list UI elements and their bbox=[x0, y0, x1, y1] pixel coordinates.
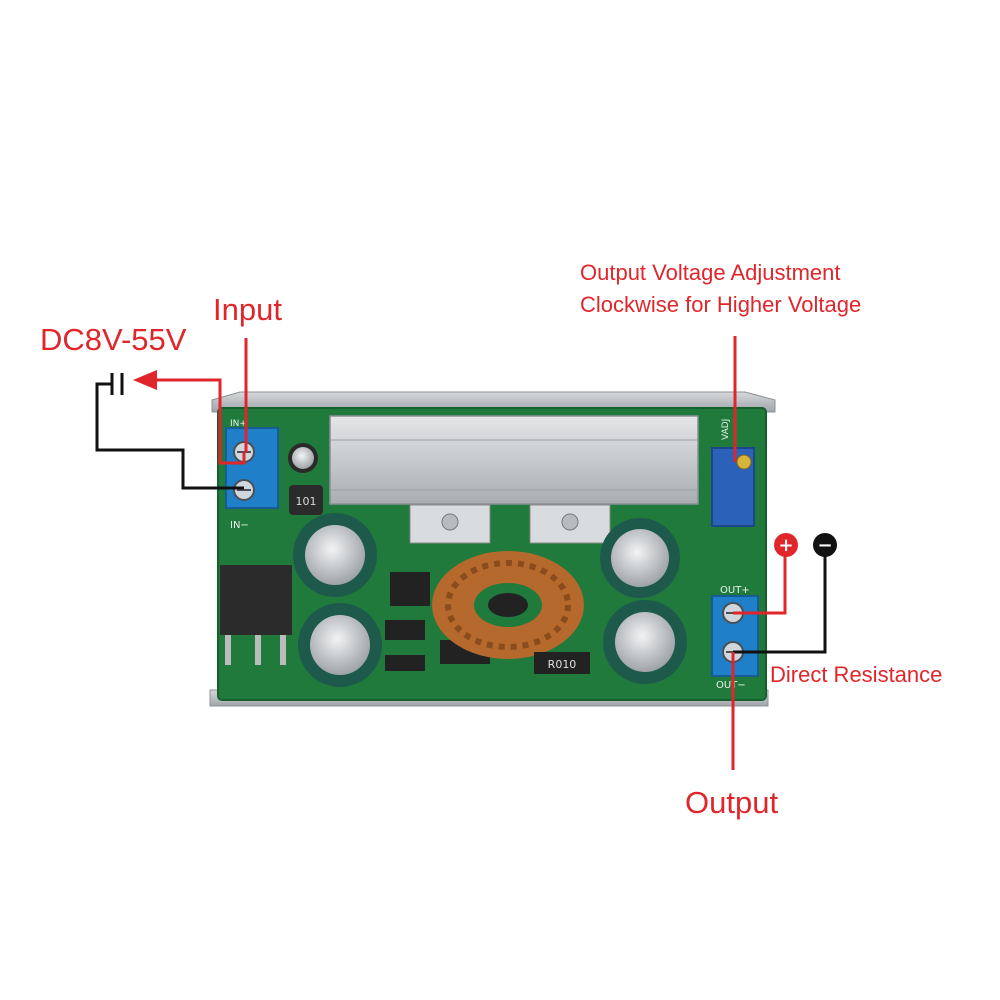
heatsink bbox=[329, 415, 699, 505]
toroid-inductor bbox=[432, 551, 584, 659]
output-positive-wire bbox=[733, 555, 787, 615]
adjustment-potentiometer[interactable] bbox=[711, 447, 755, 527]
input-arrow-icon bbox=[133, 370, 157, 390]
mosfet-right bbox=[529, 504, 611, 544]
input-positive-wire bbox=[150, 378, 246, 465]
direct-resistance-label: Direct Resistance bbox=[770, 662, 943, 687]
mosfet-left bbox=[409, 504, 491, 544]
electrolytic-capacitor-4 bbox=[603, 600, 687, 684]
out-neg-marking: OUT− bbox=[716, 680, 746, 691]
positive-terminal-icon: + bbox=[774, 533, 798, 557]
shunt-resistor: R010 bbox=[534, 652, 590, 674]
adjustment-label-line2: Clockwise for Higher Voltage bbox=[580, 292, 862, 317]
electrolytic-capacitor-3 bbox=[600, 518, 680, 598]
negative-sign: − bbox=[817, 535, 832, 556]
electrolytic-capacitor-2 bbox=[298, 603, 382, 687]
in-pos-marking: IN+ bbox=[230, 419, 247, 429]
negative-terminal-icon: − bbox=[813, 533, 837, 557]
vadj-marking: VADJ bbox=[721, 419, 731, 440]
battery-symbol bbox=[110, 373, 124, 395]
adjustment-label-line1: Output Voltage Adjustment bbox=[580, 260, 841, 285]
voltage-regulator bbox=[220, 565, 292, 665]
input-negative-wire bbox=[95, 382, 244, 490]
input-label: Input bbox=[213, 292, 282, 327]
input-terminal-block bbox=[225, 427, 279, 509]
out-pos-marking: OUT+ bbox=[720, 585, 750, 596]
output-label: Output bbox=[685, 785, 779, 820]
small-capacitor bbox=[288, 443, 318, 473]
positive-sign: + bbox=[778, 535, 793, 556]
smd-inductor: 101 bbox=[289, 485, 323, 515]
in-neg-marking: IN− bbox=[230, 520, 249, 531]
inductor-code: 101 bbox=[296, 495, 317, 508]
electrolytic-capacitor-1 bbox=[293, 513, 377, 597]
input-voltage-range-label: DC8V-55V bbox=[40, 322, 187, 357]
resistor-code: R010 bbox=[548, 658, 577, 671]
output-negative-wire bbox=[733, 555, 827, 654]
output-terminal-block bbox=[711, 595, 759, 677]
